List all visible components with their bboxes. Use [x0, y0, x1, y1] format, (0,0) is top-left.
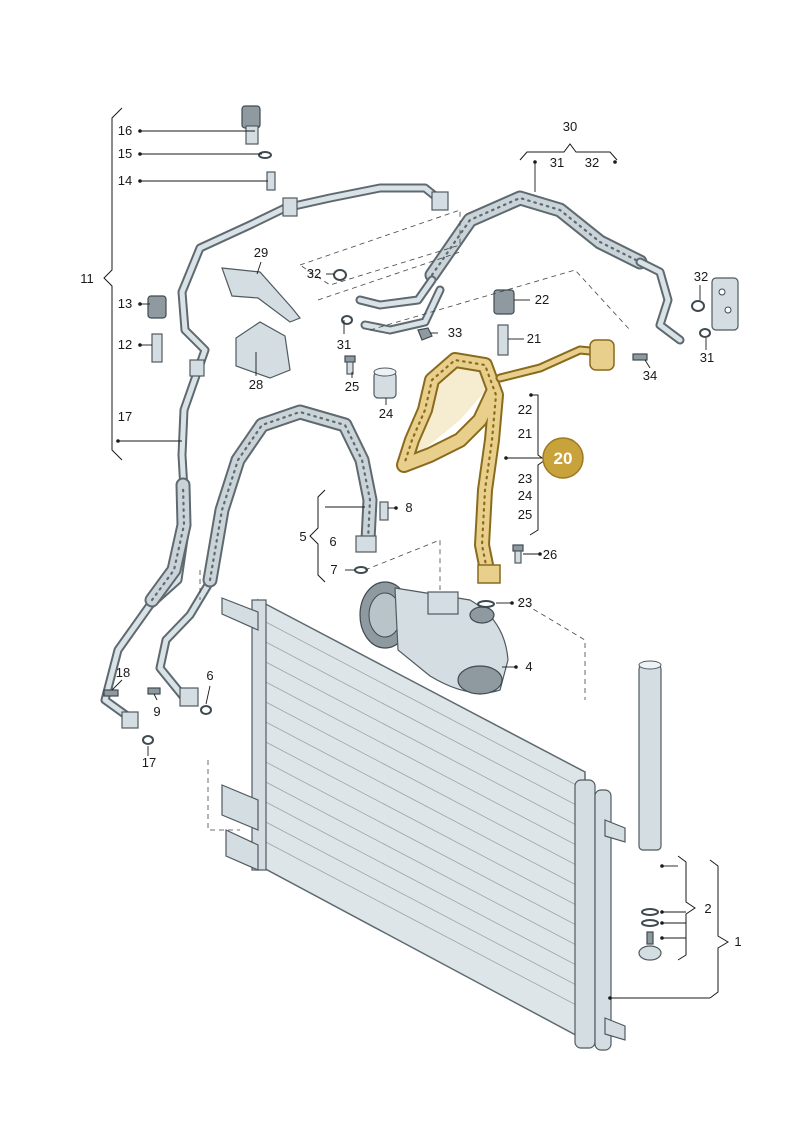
- callout-30[interactable]: 30: [563, 119, 577, 134]
- pipe-17: [100, 183, 449, 729]
- callout-32-top[interactable]: 32: [585, 155, 599, 170]
- callout-11[interactable]: 11: [80, 271, 94, 286]
- callout-32-mid[interactable]: 32: [307, 266, 321, 281]
- callout-15[interactable]: 15: [118, 146, 132, 161]
- callout-24-left[interactable]: 24: [379, 406, 393, 421]
- callout-labels: 16 15 14 11 13 12 17 30 31 32 29 32 31 3…: [80, 119, 741, 949]
- callout-16[interactable]: 16: [118, 123, 132, 138]
- callout-17-top[interactable]: 17: [118, 409, 132, 424]
- callout-23-group[interactable]: 23: [518, 471, 532, 486]
- callout-21-group[interactable]: 21: [518, 426, 532, 441]
- callout-33[interactable]: 33: [448, 325, 462, 340]
- highlight-badge-20[interactable]: 20: [542, 437, 584, 479]
- dashed-outlines: [199, 209, 631, 831]
- compressor: [359, 581, 509, 695]
- callout-12[interactable]: 12: [118, 337, 132, 352]
- callout-17-bottom[interactable]: 17: [142, 755, 156, 770]
- callout-1[interactable]: 1: [734, 934, 741, 949]
- callout-31-right[interactable]: 31: [700, 350, 714, 365]
- callout-9[interactable]: 9: [153, 704, 160, 719]
- callout-5[interactable]: 5: [299, 529, 306, 544]
- callout-22-top[interactable]: 22: [535, 292, 549, 307]
- callout-28[interactable]: 28: [249, 377, 263, 392]
- callout-24-group[interactable]: 24: [518, 488, 532, 503]
- hose-20-highlighted: [396, 339, 615, 584]
- hose-5: [155, 404, 378, 707]
- callout-31-mid[interactable]: 31: [337, 337, 351, 352]
- callout-6-bottom[interactable]: 6: [206, 668, 213, 683]
- callout-22-group[interactable]: 22: [518, 402, 532, 417]
- callout-32-right[interactable]: 32: [694, 269, 708, 284]
- callout-6-center[interactable]: 6: [329, 534, 336, 549]
- callout-8[interactable]: 8: [405, 500, 412, 515]
- hose-30: [355, 190, 739, 345]
- callout-20: 20: [554, 449, 573, 468]
- callout-29[interactable]: 29: [254, 245, 268, 260]
- callout-7[interactable]: 7: [330, 562, 337, 577]
- callout-34[interactable]: 34: [643, 368, 657, 383]
- condenser: [221, 597, 626, 1051]
- callout-2[interactable]: 2: [704, 901, 711, 916]
- callout-25-left[interactable]: 25: [345, 379, 359, 394]
- callout-4[interactable]: 4: [525, 659, 532, 674]
- callout-18[interactable]: 18: [116, 665, 130, 680]
- callout-26[interactable]: 26: [543, 547, 557, 562]
- dryer-cartridge: [638, 660, 662, 961]
- callout-13[interactable]: 13: [118, 296, 132, 311]
- callout-23-bottom[interactable]: 23: [518, 595, 532, 610]
- small-parts: [103, 105, 711, 745]
- callout-31-top[interactable]: 31: [550, 155, 564, 170]
- callout-14[interactable]: 14: [118, 173, 132, 188]
- callout-25-group[interactable]: 25: [518, 507, 532, 522]
- callout-21-top[interactable]: 21: [527, 331, 541, 346]
